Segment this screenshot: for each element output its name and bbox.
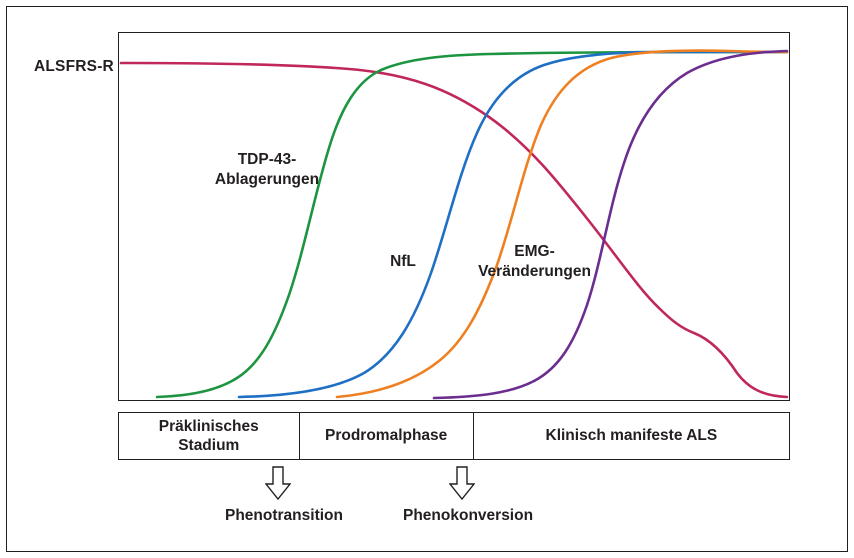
stage-cell-preclinical: Präklinisches Stadium <box>158 417 259 454</box>
stage-cell-prodromal: Prodromalphase <box>298 413 473 459</box>
axis-label-alsfrs: ALSFRS-R <box>34 58 114 75</box>
curve-label-tdp43: TDP-43- Ablagerungen <box>214 151 320 188</box>
figure-border <box>6 6 848 552</box>
stage-bar: Präklinisches Stadium Prodromalphase Kli… <box>118 412 790 460</box>
curve-emg <box>335 49 789 399</box>
stage-cell-manifest-als: Klinisch manifeste ALS <box>472 413 789 459</box>
curve-label-nfl: NfL <box>390 253 416 270</box>
plot-area <box>118 32 790 401</box>
curve-purple <box>432 49 789 400</box>
curve-tdp43 <box>155 50 789 399</box>
curve-alsfrs-r <box>119 61 789 399</box>
curve-nfl <box>237 50 789 399</box>
down-arrow-icon-phenoconversion <box>448 466 476 501</box>
transition-label-phenotransition: Phenotransition <box>225 507 343 524</box>
transition-label-phenoconversion: Phenokonversion <box>403 507 534 524</box>
down-arrow-icon-phenotransition <box>264 466 292 501</box>
curve-label-emg: EMG- Veränderungen <box>478 243 591 280</box>
curves-svg <box>119 49 789 400</box>
